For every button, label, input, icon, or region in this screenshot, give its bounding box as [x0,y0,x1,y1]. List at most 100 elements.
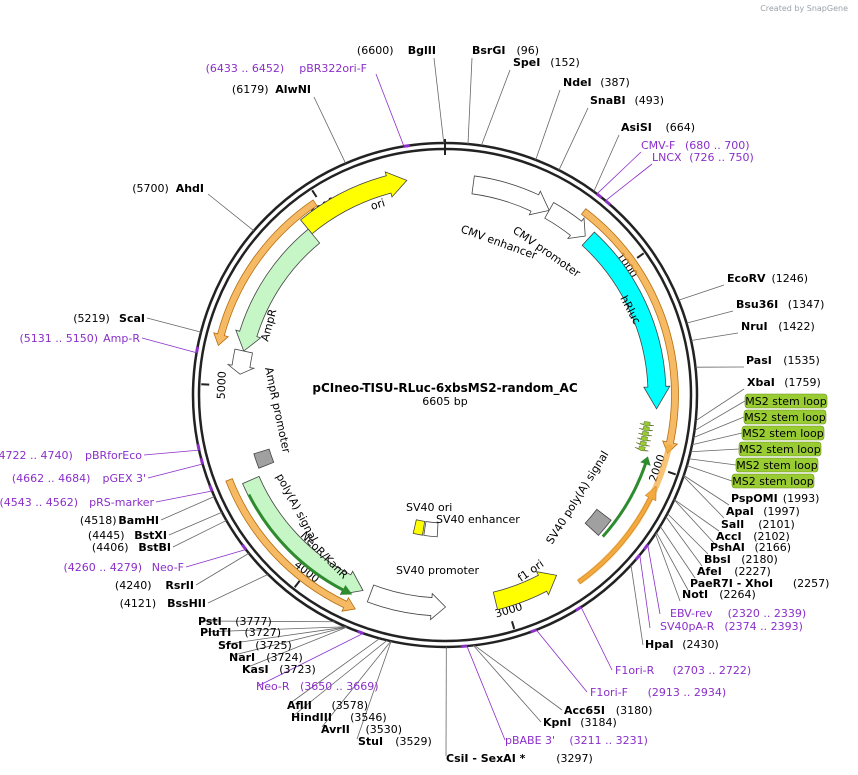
feature-cmv-enhancer [471,175,550,216]
site-name: StuI [358,735,383,748]
leader-line [683,476,725,519]
site-label-pasi: PasI(1535) [746,354,820,367]
site-label-pspomi: PspOMI(1993) [731,492,819,505]
leader-line [655,533,681,602]
site-label-apai: ApaI(1997) [726,505,800,518]
site-name: SfoI [218,639,242,652]
plasmid-length: 6605 bp [422,395,467,408]
primer-name: EBV-rev [670,607,713,620]
ms2-stem-loops [634,421,654,452]
tick-mark [511,621,516,630]
site-name: AsiSI [621,121,652,134]
leader-line [207,574,269,604]
site-pos: (3546) [350,711,387,724]
tick-label: 5000 [215,371,229,400]
ms2-label-text: MS2 stem loop [739,443,821,456]
leader-line [665,516,703,567]
site-pos: (4240) [115,579,152,592]
primer-range: (726 .. 750) [689,151,754,164]
site-name: NarI [229,651,255,664]
site-leader-lines [141,57,746,757]
feature-sv40-ori [412,519,426,536]
leader-line [678,284,725,301]
feature-label-sv40-ori: SV40 ori [406,501,452,514]
primer-name: Neo-R [256,680,290,693]
site-name: NdeI [563,76,592,89]
leader-line [146,317,202,333]
site-label-nari: NarI (3724) [229,651,303,664]
site-pos: (3725) [255,639,292,652]
feature-polya [253,448,275,469]
primer-bind-mark [241,543,248,551]
primer-bind-mark [403,143,411,148]
site-label-stui: StuI (3529) [358,735,432,748]
site-pos: (2227) [734,565,771,578]
site-name: PshAI [710,541,745,554]
site-pos: (2102) [753,530,790,543]
leader-line [535,629,588,693]
site-name: AhdI [176,182,204,195]
leader-line [695,388,745,422]
leader-line [321,640,392,728]
primer-label-ebv-rev: EBV-rev(2320 .. 2339) [670,607,806,620]
leader-line [313,96,347,164]
primer-name: F1ori-F [590,686,628,699]
site-name: PaeR7I - XhoI [690,577,773,590]
feature-ori [299,171,408,235]
primer-name: Neo-F [152,561,184,574]
primer-range: (3650 .. 3669) [300,680,379,693]
site-pos: (387) [600,76,630,89]
ms2-leader [693,416,745,439]
site-name: RsrII [165,579,194,592]
ms2-label-4: MS2 stem loop [738,441,822,457]
leader-line [466,645,506,741]
site-name: SalI [721,518,744,531]
site-name: AfeI [697,565,722,578]
feature-label-sv40-promoter: SV40 promoter [396,564,480,577]
site-pos: (5219) [73,312,110,325]
primer-label-pbrforeco: pBRforEco(4722 .. 4740) [0,449,142,462]
site-name: AlwNI [275,83,311,96]
site-name: SnaBI [590,94,626,107]
ms2-label-5: MS2 stem loop [735,457,819,473]
site-pos: (6179) [232,83,269,96]
primer-bind-mark [595,192,603,199]
leader-line [474,644,563,711]
site-pos: (3578) [332,699,369,712]
ms2-label-box [743,409,827,425]
leader-line [433,57,445,144]
primer-name: F1ori-R [615,664,655,677]
ms2-label-box [731,473,815,489]
primer-name: pBRforEco [85,449,142,462]
leader-line [593,134,620,192]
site-pos: (6600) [357,44,394,57]
leader-line [596,151,642,195]
orf-arc [213,199,318,347]
leader-line [155,490,213,503]
leader-line [558,107,589,171]
site-pos: (3777) [235,615,272,628]
site-pos: (3530) [366,723,403,736]
site-label-noti: NotI(2264) [682,588,756,601]
primer-name: pBR322ori-F [299,62,367,75]
ms2-stem-loop-mark [639,426,653,432]
site-pos: (4445) [88,529,125,542]
site-label-sfoi: SfoI (3725) [218,639,292,652]
leader-line [219,626,347,646]
site-pos: (3180) [616,704,653,717]
primer-bind-mark [195,346,200,353]
feature-cmv-promoter [544,201,586,240]
tick-mark [636,252,645,259]
primer-range: (6433 .. 6452) [206,62,285,75]
site-name: EcoRV [727,272,766,285]
site-pos: (4121) [120,597,157,610]
leader-line [375,73,405,147]
site-pos: (2166) [755,541,792,554]
site-name: AvrII [321,723,350,736]
site-pos: (3724) [266,651,303,664]
primer-label-neo-f: Neo-F(4260 .. 4279) [63,561,184,574]
site-pos: (3529) [395,735,432,748]
site-name: PasI [746,354,772,367]
site-name: CsiI - SexAI * [446,752,526,765]
primer-bind-mark [575,605,582,612]
